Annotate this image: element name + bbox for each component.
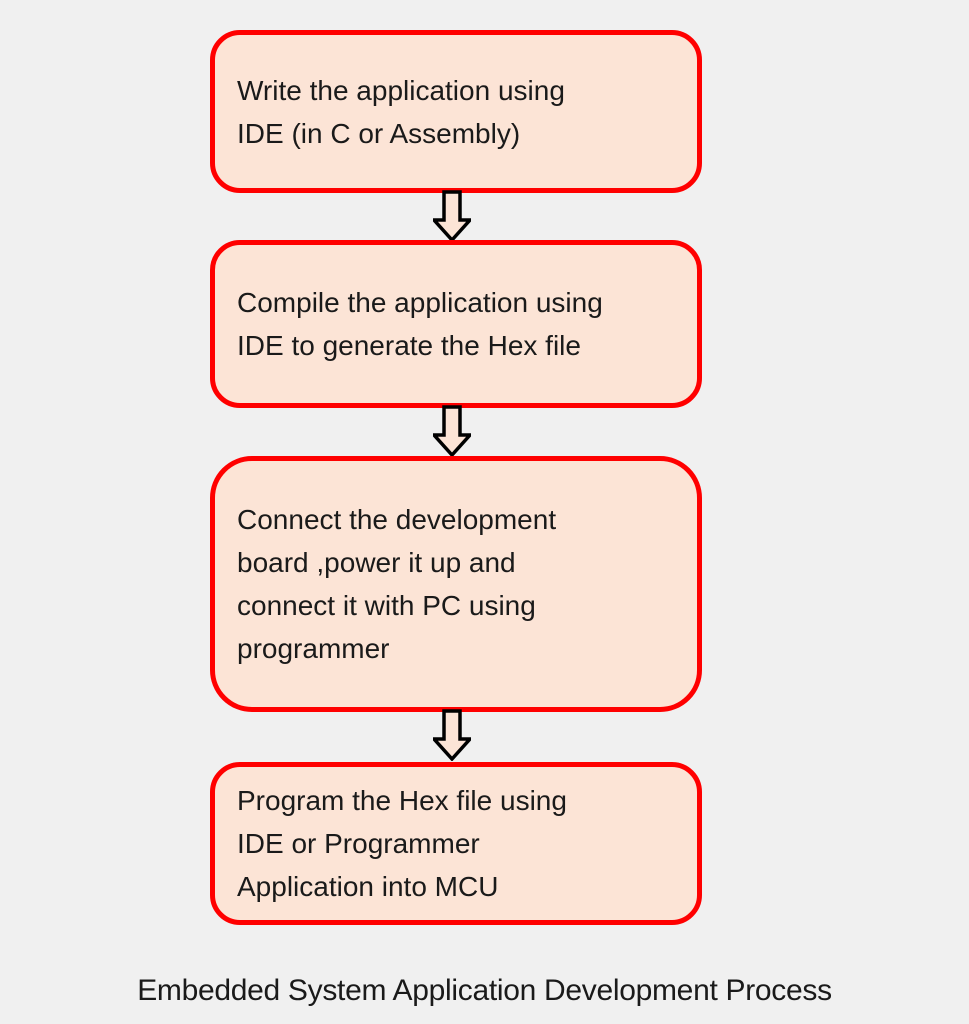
- step-box-connect-board: Connect the development board ,power it …: [210, 456, 702, 712]
- step-text: Program the Hex file using IDE or Progra…: [237, 785, 567, 902]
- step-box-program-mcu: Program the Hex file using IDE or Progra…: [210, 762, 702, 925]
- step-text: Compile the application using IDE to gen…: [237, 287, 603, 361]
- step-box-compile-application: Compile the application using IDE to gen…: [210, 240, 702, 408]
- step-box-write-application: Write the application using IDE (in C or…: [210, 30, 702, 193]
- step-text: Connect the development board ,power it …: [237, 504, 557, 664]
- down-arrow-icon: [433, 190, 471, 242]
- diagram-title: Embedded System Application Development …: [137, 974, 832, 1007]
- step-text: Write the application using IDE (in C or…: [237, 74, 565, 149]
- down-arrow-icon: [433, 405, 471, 457]
- down-arrow-icon: [433, 709, 471, 761]
